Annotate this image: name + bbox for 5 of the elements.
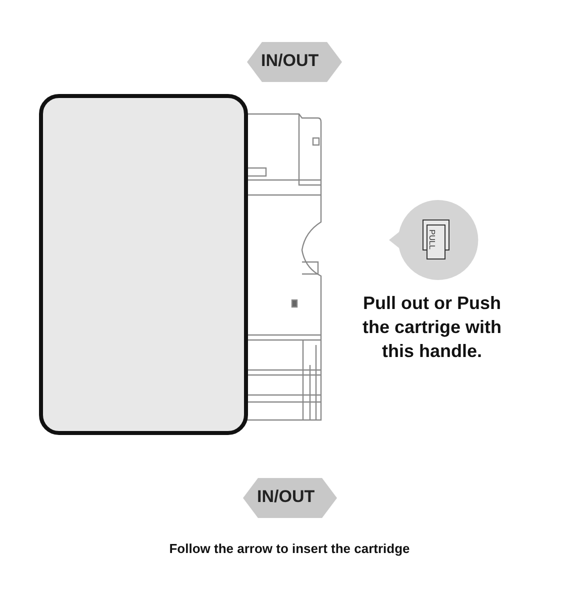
instruction-text: Pull out or Push the cartrige with this handle. (361, 292, 503, 363)
arrow-label: IN/OUT (257, 487, 315, 507)
arrow-label: IN/OUT (261, 51, 319, 71)
caption: Follow the arrow to insert the cartridge (168, 541, 411, 556)
handle-label: PULL (428, 230, 436, 250)
